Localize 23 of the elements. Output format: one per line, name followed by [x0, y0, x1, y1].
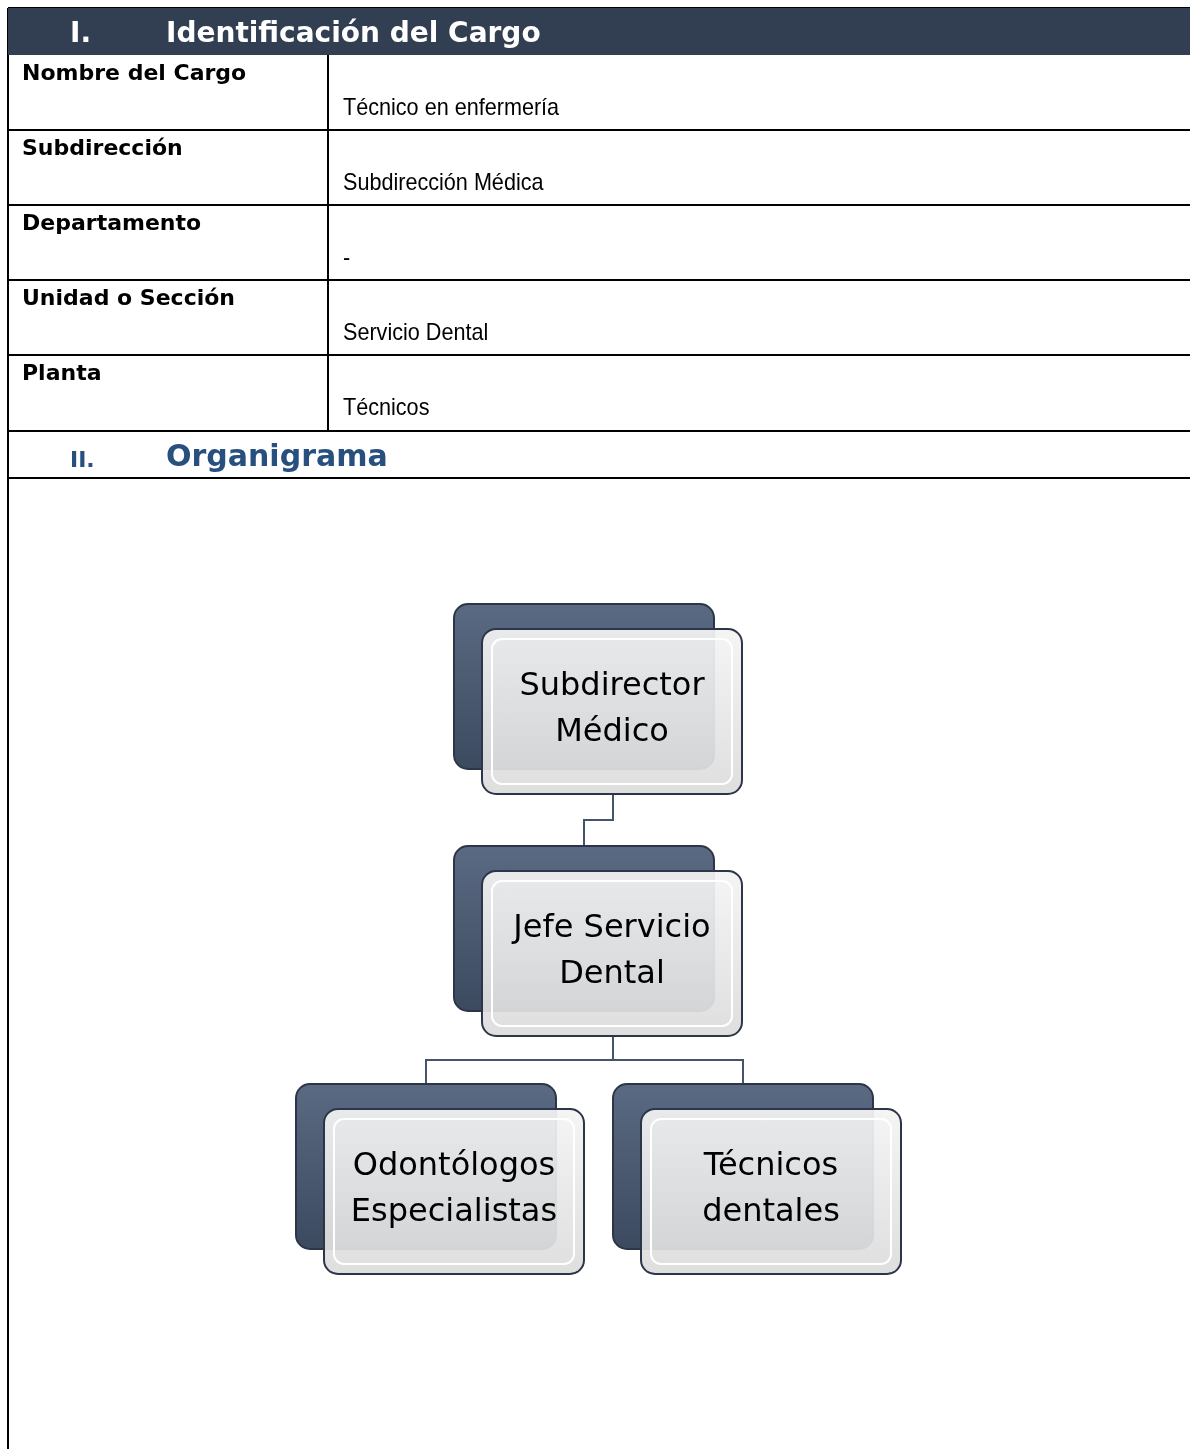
- field-value: -: [343, 243, 351, 271]
- field-label: Planta: [22, 360, 102, 385]
- org-chart-box: [453, 603, 743, 797]
- field-label: Unidad o Sección: [22, 285, 235, 310]
- connector-line: [583, 794, 614, 846]
- field-label: Subdirección: [22, 135, 183, 160]
- field-value: Técnico en enfermería: [343, 93, 560, 121]
- section-number: I.: [70, 15, 92, 51]
- org-chart-box: [295, 1083, 585, 1277]
- field-value: Servicio Dental: [343, 318, 489, 346]
- box-label: Técnicos dentales: [701, 1143, 841, 1231]
- box-label: Jefe Servicio Dental: [510, 905, 712, 993]
- section-title: Organigrama: [166, 437, 388, 475]
- field-value: Técnicos: [343, 393, 430, 421]
- org-chart-box: [453, 845, 743, 1039]
- field-label: Departamento: [22, 210, 202, 235]
- field-label: Nombre del Cargo: [22, 60, 247, 85]
- section-title: Identificación del Cargo: [166, 15, 541, 51]
- box-label: Subdirector Médico: [518, 663, 706, 751]
- field-value: Subdirección Médica: [343, 168, 544, 196]
- section-number: II.: [70, 446, 95, 474]
- org-chart-box: [612, 1083, 902, 1277]
- box-label: Odontólogos Especialistas: [349, 1143, 559, 1231]
